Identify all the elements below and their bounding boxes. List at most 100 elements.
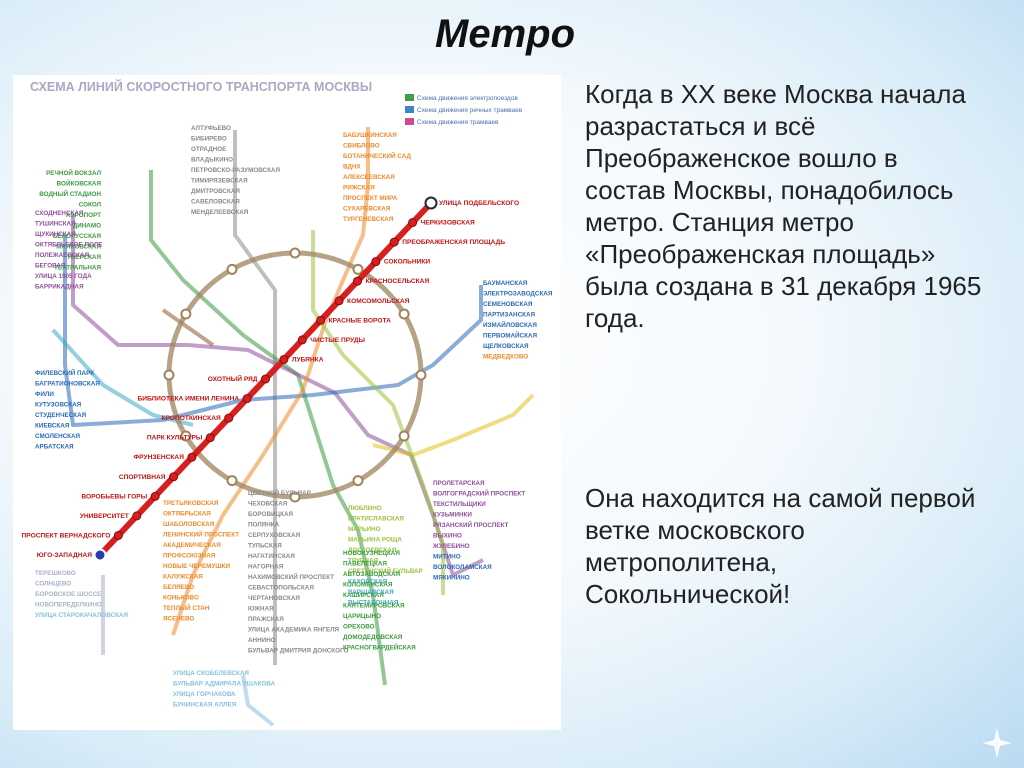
station-label: ОТРАДНОЕ: [191, 146, 226, 153]
station-label: ЛЕНИНСКИЙ ПРОСПЕКТ: [163, 530, 239, 539]
station-label: НОВОПЕРЕДЕЛКИНО: [35, 602, 102, 609]
sparkle-icon: [982, 728, 1012, 758]
sokolnicheskaya-station: [224, 413, 234, 423]
station-label: КУЗЬМИНКИ: [433, 512, 472, 519]
station-label: ВОЛГОГРАДСКИЙ ПРОСПЕКТ: [433, 489, 525, 498]
sokolnicheskaya-station-label: КРАСНЫЕ ВОРОТА: [329, 317, 391, 324]
metro-line-path: [161, 308, 215, 347]
station-label: ОРЕХОВО: [343, 624, 375, 631]
station-label: БОТАНИЧЕСКИЙ САД: [343, 151, 411, 160]
map-heading: СХЕМА ЛИНИЙ СКОРОСТНОГО ТРАНСПОРТА МОСКВ…: [30, 79, 372, 94]
metro-map-svg: СХЕМА ЛИНИЙ СКОРОСТНОГО ТРАНСПОРТА МОСКВ…: [22, 79, 553, 727]
paragraph-line: Она находится на самой первой ветке моск…: [585, 483, 976, 609]
station-label: БОРОВИЦКАЯ: [248, 511, 294, 518]
station-label: ПРОФСОЮЗНАЯ: [163, 553, 216, 560]
station-label: АЛТУФЬЕВО: [191, 125, 231, 132]
station-label: ЧЕХОВСКАЯ: [248, 501, 288, 508]
sokolnicheskaya-station: [279, 354, 289, 364]
station-label: СЕМЕНОВСКАЯ: [483, 301, 533, 308]
sokolnicheskaya-station: [150, 491, 160, 501]
sokolnicheskaya-station: [352, 276, 362, 286]
station-label: ЩУКИНСКАЯ: [35, 231, 76, 238]
station-label: ВЫСТАВОЧНАЯ: [348, 600, 399, 607]
station-label: ТЕПЛЫЙ СТАН: [163, 603, 210, 612]
station-label: БЕЛОРУССКАЯ: [53, 233, 102, 240]
sokolnicheskaya-line: УЛИЦА ПОДБЕЛЬСКОГОЧЕРКИЗОВСКАЯПРЕОБРАЖЕН…: [22, 196, 519, 562]
station-label: БУНИНСКАЯ АЛЛЕЯ: [173, 702, 237, 709]
station-labels: АЛТУФЬЕВОБИБИРЕВООТРАДНОЕВЛАДЫКИНОПЕТРОВ…: [35, 125, 553, 709]
station-label: НАГОРНАЯ: [248, 564, 284, 571]
metro-line-path: [51, 328, 194, 427]
sokolnicheskaya-station-label: ПАРК КУЛЬТУРЫ: [147, 435, 203, 442]
station-label: АЭРОПОРТ: [66, 212, 101, 219]
station-label: СОКОЛ: [79, 202, 101, 209]
circle-line-station: [398, 430, 410, 442]
station-label: БРАТИСЛАВСКАЯ: [348, 516, 404, 523]
station-label: БОРОВСКОЕ ШОССЕ: [35, 591, 102, 598]
station-label: МАРЬИНО: [348, 526, 381, 533]
station-label: ПОЛЕЖАЕВСКАЯ: [35, 252, 90, 259]
sokolnicheskaya-station: [371, 257, 381, 267]
station-label: БИБИРЕВО: [191, 136, 227, 143]
station-label: ЛЮБЛИНО: [348, 505, 382, 512]
circle-line-station: [352, 263, 364, 275]
sokolnicheskaya-station-label: УЛИЦА ПОДБЕЛЬСКОГО: [439, 200, 519, 207]
sokolnicheskaya-station-label: ОХОТНЫЙ РЯД: [208, 374, 258, 383]
station-label: ВАРШАВСКАЯ: [348, 589, 394, 596]
station-label: КАХОВСКАЯ: [348, 579, 388, 586]
station-label: СЕРПУХОВСКАЯ: [248, 532, 301, 539]
station-label: БУЛЬВАР АДМИРАЛА УШАКОВА: [173, 681, 276, 688]
station-label: ТУРГЕНЕВСКАЯ: [343, 216, 394, 223]
station-label: КАНТЕМИРОВСКАЯ: [343, 603, 405, 610]
station-label: БАУМАНСКАЯ: [483, 280, 528, 287]
station-label: ОКТЯБРЬСКАЯ: [163, 511, 211, 518]
station-label: УЛИЦА АКАДЕМИКА ЯНГЕЛЯ: [248, 627, 340, 634]
legend-label: Схема движения трамваев: [417, 119, 499, 126]
station-label: ПОЛЯНКА: [248, 522, 280, 529]
circle-line-station: [415, 369, 427, 381]
station-label: ВЫХИНО: [433, 533, 462, 540]
station-label: БУЛЬВАР ДМИТРИЯ ДОНСКОГО: [248, 648, 349, 655]
station-label: АРБАТСКАЯ: [35, 444, 74, 451]
sokolnicheskaya-station-label: ФРУНЗЕНСКАЯ: [134, 454, 185, 461]
station-label: ТВЕРСКАЯ: [67, 254, 102, 261]
sokolnicheskaya-station: [169, 472, 179, 482]
metro-line-path: [241, 674, 275, 727]
sokolnicheskaya-station-label: СПОРТИВНАЯ: [119, 474, 166, 481]
station-label: ВДНХ: [343, 164, 361, 171]
sokolnicheskaya-station: [132, 511, 142, 521]
station-label: БАРРИКАДНАЯ: [35, 284, 84, 291]
station-label: ПРОЛЕТАРСКАЯ: [433, 480, 485, 487]
legend-label: Схема движения электропоездов: [417, 95, 518, 102]
terminal-station-icon: [93, 548, 107, 562]
slide-title: Метро: [435, 12, 575, 56]
station-label: УЛИЦА 1905 ГОДА: [35, 273, 92, 280]
station-label: УЛИЦА СТАРОКАЧАЛОВСКАЯ: [35, 612, 128, 619]
station-label: КУТУЗОВСКАЯ: [35, 402, 82, 409]
sokolnicheskaya-station: [334, 296, 344, 306]
station-label: БАГРАТИОНОВСКАЯ: [35, 381, 100, 388]
station-label: ФИЛИ: [35, 391, 54, 398]
legend-label: Схема движения речных трамваев: [417, 107, 523, 114]
station-label: УЛИЦА СКОБЕЛЕВСКАЯ: [173, 670, 249, 677]
sokolnicheskaya-station: [187, 452, 197, 462]
station-label: НОВЫЕ ЧЕРЕМУШКИ: [163, 563, 230, 570]
station-label: МАРЬИНА РОЩА: [348, 537, 402, 544]
legend-swatch: [405, 118, 414, 125]
station-label: ЯСЕНЕВО: [163, 616, 194, 623]
station-label: СМОЛЕНСКАЯ: [35, 433, 81, 440]
sokolnicheskaya-station: [113, 530, 123, 540]
station-label: САВЕЛОВСКАЯ: [191, 199, 240, 206]
sokolnicheskaya-station-label: ПРЕОБРАЖЕНСКАЯ ПЛОЩАДЬ: [402, 239, 505, 246]
station-label: ВЛАДЫКИНО: [191, 157, 233, 164]
station-label: ТРУБНАЯ: [348, 558, 379, 565]
station-label: РЕЧНОЙ ВОКЗАЛ: [46, 168, 101, 177]
station-label: МЕНДЕЛЕЕВСКАЯ: [191, 209, 249, 216]
sokolnicheskaya-station-label: СОКОЛЬНИКИ: [384, 259, 431, 266]
station-label: ЩЕЛКОВСКАЯ: [483, 343, 529, 350]
circle-line-station: [180, 308, 192, 320]
sokolnicheskaya-station: [316, 315, 326, 325]
station-label: АННИНО: [248, 637, 276, 644]
map-background-lines: [51, 127, 535, 727]
